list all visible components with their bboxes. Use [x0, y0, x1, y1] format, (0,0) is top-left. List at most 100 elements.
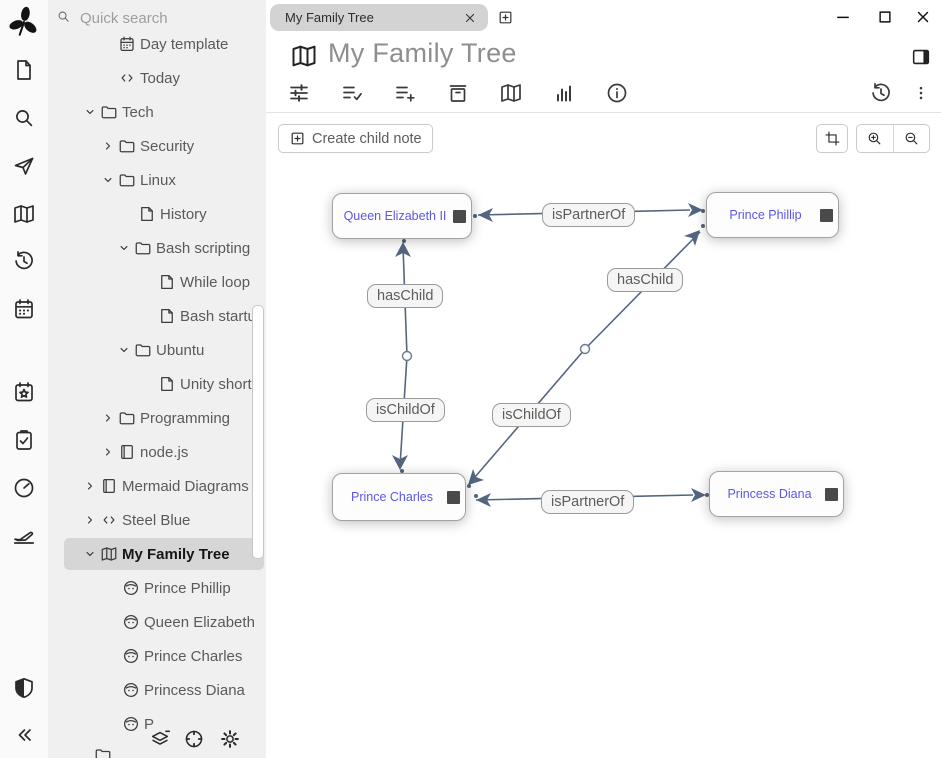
close-window-icon[interactable] — [914, 8, 932, 26]
chevron-right-icon[interactable] — [98, 138, 118, 154]
chevron-down-icon[interactable] — [114, 240, 134, 256]
relation-label-haschild-left[interactable]: hasChild — [367, 284, 444, 308]
tree-item-tech[interactable]: Tech — [48, 95, 266, 129]
travel-icon[interactable] — [12, 524, 36, 548]
spacer — [102, 682, 122, 698]
tree-item-prince-charles[interactable]: Prince Charles — [48, 639, 266, 673]
relation-label-haschild-right[interactable]: hasChild — [607, 268, 684, 292]
tree-item-bash-startup[interactable]: Bash startu — [48, 299, 266, 333]
toggle-right-pane-icon[interactable] — [910, 46, 932, 68]
trilium-logo-icon[interactable] — [7, 5, 41, 39]
tree-item-princess-diana[interactable]: Princess Diana — [48, 673, 266, 707]
node-handle[interactable] — [453, 209, 466, 223]
tree-item-label: Prince Charles — [144, 647, 243, 665]
relation-map-canvas[interactable]: isPartnerOf hasChild isChildOf hasChild … — [266, 158, 941, 758]
map-node-queen-elizabeth[interactable]: Queen Elizabeth II — [332, 193, 472, 239]
relation-label-ispartnerof-top[interactable]: isPartnerOf — [542, 203, 636, 227]
basic-properties-icon[interactable] — [287, 81, 311, 105]
tree-item-nodejs[interactable]: node.js — [48, 435, 266, 469]
tree-item-day-template[interactable]: Day template — [48, 27, 266, 61]
reset-pan-zoom-button[interactable] — [816, 124, 848, 153]
node-handle[interactable] — [825, 487, 838, 501]
relation-map-tab-icon[interactable] — [499, 81, 523, 105]
relation-label-ischildof-right[interactable]: isChildOf — [492, 403, 571, 427]
shield-icon[interactable] — [12, 676, 36, 700]
target-icon[interactable] — [183, 728, 205, 750]
tree-item-linux[interactable]: Linux — [48, 163, 266, 197]
zoom-out-button[interactable] — [892, 125, 930, 152]
collapse-tree-icon[interactable] — [12, 723, 36, 747]
chevron-right-icon[interactable] — [80, 478, 100, 494]
spacer — [138, 376, 158, 392]
minimize-window-icon[interactable] — [834, 8, 852, 26]
tree-item-ubuntu[interactable]: Ubuntu — [48, 333, 266, 367]
search-icon[interactable] — [12, 106, 36, 130]
tree-item-steel-blue[interactable]: Steel Blue — [48, 503, 266, 537]
settings-gear-icon[interactable] — [219, 728, 241, 750]
quick-search[interactable] — [48, 0, 266, 34]
tree-item-label: Unity short — [180, 375, 252, 393]
tree-item-security[interactable]: Security — [48, 129, 266, 163]
calendar-icon[interactable] — [12, 297, 36, 321]
note-title[interactable]: My Family Tree — [328, 38, 517, 68]
info-circle-icon[interactable] — [605, 81, 629, 105]
owned-attributes-icon[interactable] — [340, 81, 364, 105]
new-note-icon[interactable] — [12, 58, 36, 82]
maximize-window-icon[interactable] — [876, 8, 894, 26]
tree-item-my-family-tree[interactable]: My Family Tree — [48, 537, 266, 571]
tree-item-prince-phillip[interactable]: Prince Phillip — [48, 571, 266, 605]
tab-my-family-tree[interactable]: My Family Tree — [270, 4, 488, 31]
collections-icon[interactable] — [446, 81, 470, 105]
map-node-princess-diana[interactable]: Princess Diana — [709, 471, 844, 517]
main-area: My Family Tree My Family Tree Create chi… — [266, 0, 941, 758]
dashboard-icon[interactable] — [12, 476, 36, 500]
chevron-down-icon[interactable] — [98, 172, 118, 188]
note-tree-pane: Day template Today Tech Security Linux H… — [48, 0, 266, 758]
note-info-icon[interactable] — [552, 81, 576, 105]
tree-item-programming[interactable]: Programming — [48, 401, 266, 435]
recent-changes-icon[interactable] — [12, 249, 36, 273]
chevron-down-icon[interactable] — [80, 546, 100, 562]
note-link[interactable]: Prince Phillip — [729, 208, 802, 222]
task-list-icon[interactable] — [12, 428, 36, 452]
revisions-icon[interactable] — [869, 81, 893, 105]
promoted-attributes-icon[interactable] — [393, 81, 417, 105]
tree-item-bash-scripting[interactable]: Bash scripting — [48, 231, 266, 265]
tree-scrollbar[interactable] — [252, 305, 264, 559]
node-handle[interactable] — [820, 208, 833, 222]
layers-icon[interactable] — [149, 728, 171, 750]
relation-label-ischildof-left[interactable]: isChildOf — [366, 398, 445, 422]
chevron-right-icon[interactable] — [80, 512, 100, 528]
map-node-prince-charles[interactable]: Prince Charles — [332, 473, 466, 521]
chevron-down-icon[interactable] — [114, 342, 134, 358]
create-child-note-button[interactable]: Create child note — [278, 124, 433, 153]
spacer — [98, 36, 118, 52]
chevron-right-icon[interactable] — [98, 410, 118, 426]
spacer — [98, 70, 118, 86]
folder-icon — [118, 137, 140, 155]
calendar-star-icon[interactable] — [12, 380, 36, 404]
note-link[interactable]: Prince Charles — [351, 490, 433, 504]
quick-search-input[interactable] — [78, 4, 252, 32]
tree-item-today[interactable]: Today — [48, 61, 266, 95]
zoom-in-button[interactable] — [857, 125, 893, 152]
tree-item-partial[interactable]: P — [48, 707, 266, 741]
tree-item-mermaid-diagrams[interactable]: Mermaid Diagrams — [48, 469, 266, 503]
tree-item-while-loop[interactable]: While loop — [48, 265, 266, 299]
more-menu-kebab-icon[interactable] — [912, 81, 930, 105]
chevron-down-icon[interactable] — [80, 104, 100, 120]
tree-item-label: Tech — [122, 103, 154, 121]
open-map-icon[interactable] — [12, 202, 36, 226]
close-tab-icon[interactable] — [463, 11, 477, 25]
node-handle[interactable] — [447, 490, 460, 504]
tree-item-history[interactable]: History — [48, 197, 266, 231]
new-tab-button[interactable] — [497, 9, 514, 26]
jump-to-note-icon[interactable] — [12, 154, 36, 178]
chevron-right-icon[interactable] — [98, 444, 118, 460]
map-node-prince-phillip[interactable]: Prince Phillip — [706, 192, 839, 238]
note-link[interactable]: Princess Diana — [727, 487, 812, 501]
relation-label-ispartnerof-bottom[interactable]: isPartnerOf — [541, 490, 635, 514]
tree-item-unity-shortcuts[interactable]: Unity short — [48, 367, 266, 401]
tree-item-queen-elizabeth[interactable]: Queen Elizabeth — [48, 605, 266, 639]
note-link[interactable]: Queen Elizabeth II — [343, 209, 447, 223]
